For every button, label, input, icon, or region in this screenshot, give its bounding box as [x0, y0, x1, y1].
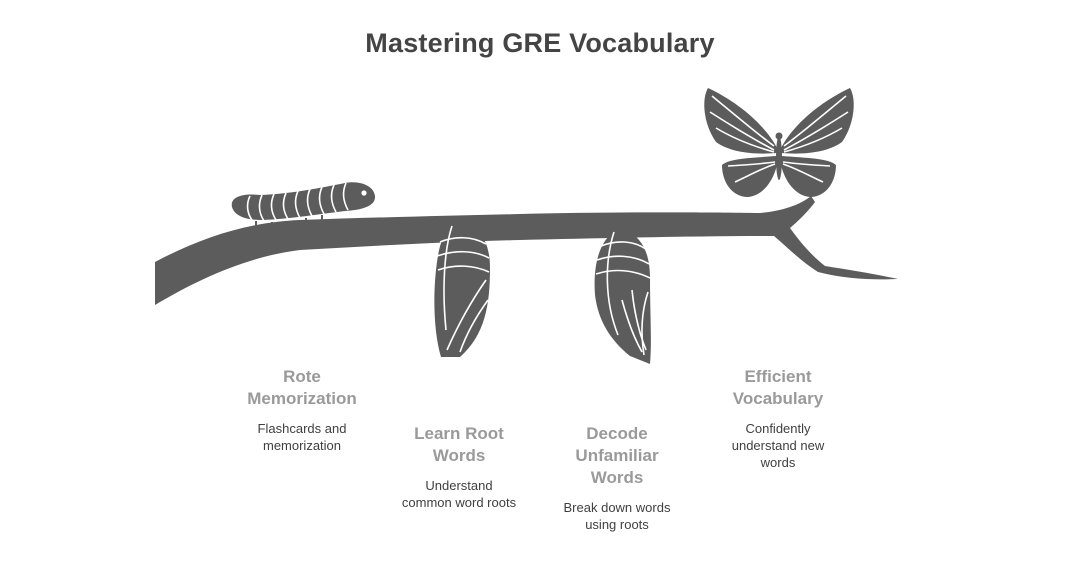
- stage-description: Break down words using roots: [563, 500, 671, 532]
- page-title: Mastering GRE Vocabulary: [365, 28, 715, 58]
- stage-description: Confidently understand new words: [731, 421, 825, 470]
- chrysalis-icon: [434, 223, 490, 357]
- stage-efficient-vocabulary: Efficient Vocabulary Confidently underst…: [698, 366, 858, 471]
- branch-icon: [155, 196, 898, 305]
- stage-description: Flashcards and memorization: [257, 421, 347, 453]
- stage-rote-memorization: Rote Memorization Flashcards and memoriz…: [222, 366, 382, 454]
- stage-title: Efficient Vocabulary: [732, 367, 824, 408]
- stage-learn-root-words: Learn Root Words Understand common word …: [379, 423, 539, 511]
- stage-title: Learn Root Words: [414, 424, 504, 465]
- stage-decode-unfamiliar-words: Decode Unfamiliar Words Break down words…: [537, 423, 697, 533]
- caterpillar-icon: [231, 182, 376, 228]
- chrysalis-open-icon: [594, 230, 651, 364]
- stage-title: Decode Unfamiliar Words: [575, 424, 659, 487]
- stage-description: Understand common word roots: [401, 478, 517, 510]
- butterfly-icon: [704, 88, 854, 197]
- stage-title: Rote Memorization: [247, 367, 357, 408]
